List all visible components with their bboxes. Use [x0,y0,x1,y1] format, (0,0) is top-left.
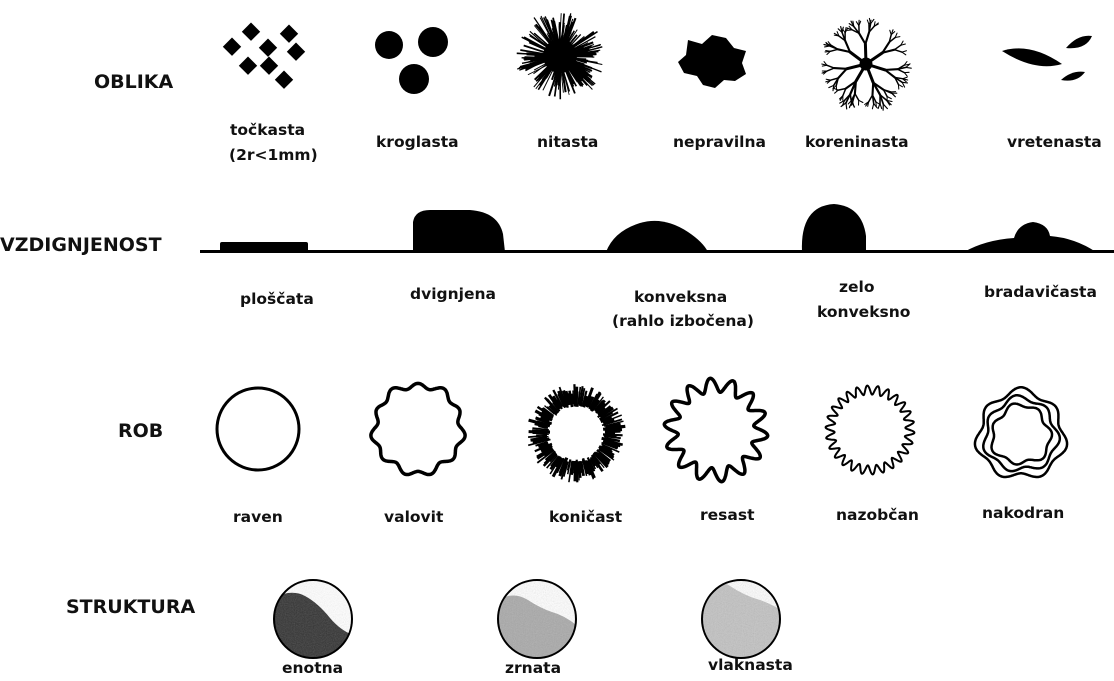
caption-resast: resast [700,506,755,524]
shape-circular [375,27,448,94]
struktura-captions: enotna zrnata vlaknasta [282,656,793,677]
elevation-pulvinate [802,204,866,252]
caption-raven: raven [233,508,283,526]
caption-tockasta: točkasta [230,121,305,139]
caption-konicast: koničast [549,508,623,526]
shape-rhizoid [822,18,912,110]
caption-konveksna: konveksna [634,288,727,306]
caption-enotna: enotna [282,659,343,677]
caption-zelo: zelo [839,278,875,296]
shape-fusiform [1002,36,1092,81]
edge-fringed [664,378,767,481]
texture-filamentous [700,575,790,665]
edge-serrate [826,386,915,475]
row-label-rob: ROB [118,420,163,442]
caption-bradavicasta: bradavičasta [984,283,1097,301]
caption-tockasta-size: (2r<1mm) [229,146,318,164]
caption-dvignjena: dvignjena [410,285,496,303]
caption-nakodran: nakodran [982,504,1064,522]
rob-captions: raven valovit koničast resast nazobčan n… [233,504,1064,526]
caption-konveksna-detail: (rahlo izbočena) [612,312,754,330]
caption-ploscata: ploščata [240,290,314,308]
shape-irregular [678,35,746,88]
edge-undulate [371,383,465,474]
caption-nazobcan: nazobčan [836,506,919,524]
edge-curled [975,387,1067,477]
edge-entire [217,388,299,470]
row-label-oblika: OBLIKA [94,71,174,93]
caption-nepravilna: nepravilna [673,133,766,151]
row-label-struktura: STRUKTURA [66,596,195,618]
elevation-shapes [220,204,1096,252]
caption-zrnata: zrnata [505,659,561,677]
elevation-convex [606,221,708,252]
caption-vlaknasta: vlaknasta [708,656,793,674]
caption-vretenasta: vretenasta [1007,133,1102,151]
texture-granular [495,575,585,665]
edge-lobate [528,384,625,482]
elevation-raised [413,210,505,252]
caption-nitasta: nitasta [537,133,598,151]
texture-smooth [270,575,360,665]
elevation-umbonate [964,222,1096,252]
elevation-flat [220,242,308,252]
caption-konveksno: konveksno [817,303,910,321]
oblika-captions: točkasta (2r<1mm) kroglasta nitasta nepr… [229,121,1102,164]
caption-valovit: valovit [384,508,444,526]
row-label-vzdignjenost: VZDIGNJENOST [0,234,162,256]
shape-filamentous [517,13,603,99]
caption-kroglasta: kroglasta [376,133,459,151]
caption-koreninasta: koreninasta [805,133,909,151]
vzdignjenost-captions: ploščata dvignjena konveksna (rahlo izbo… [240,278,1097,330]
shape-punctiform [223,23,305,89]
